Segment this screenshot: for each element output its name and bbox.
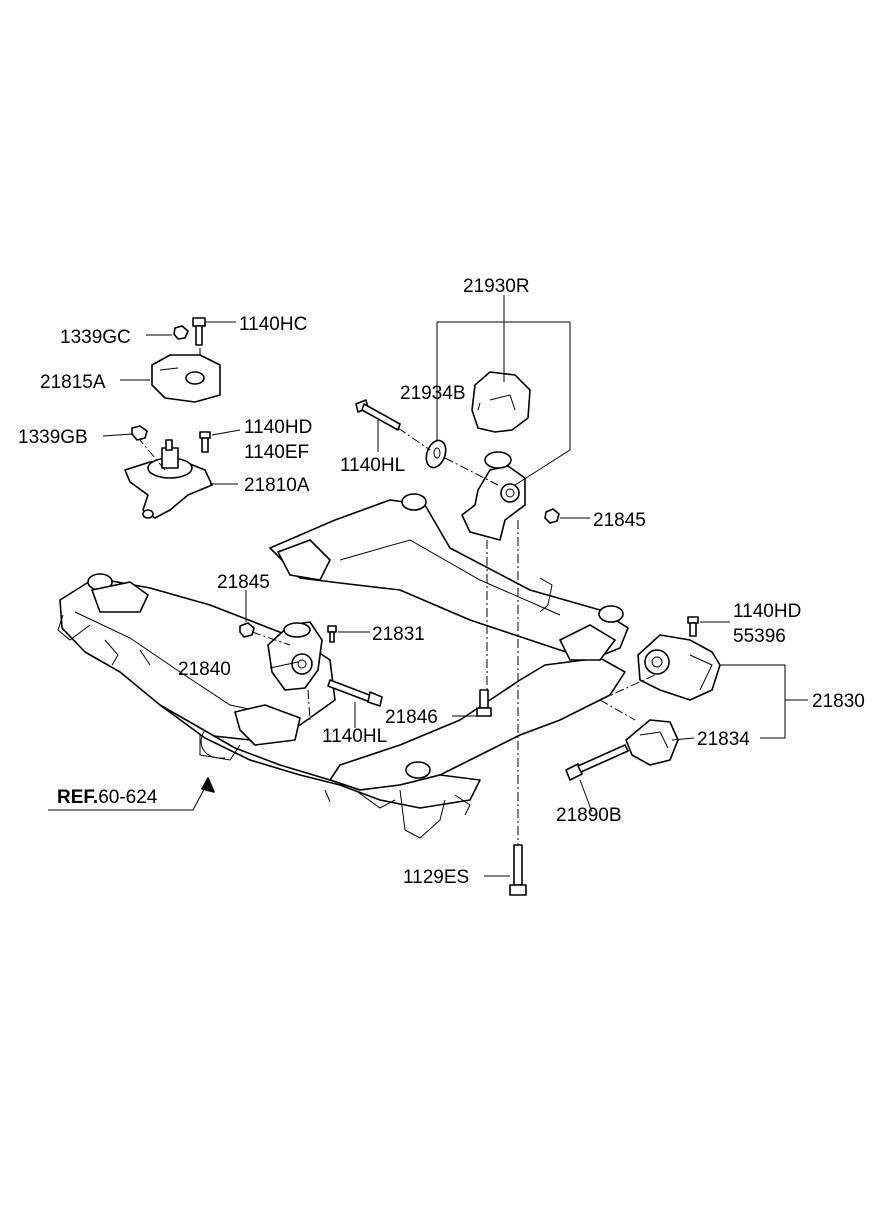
bolt-1140hd-55396 (687, 616, 699, 624)
nut-1339gb (131, 425, 148, 441)
roll-mount-assembly (239, 621, 492, 717)
nut-21845-top (544, 508, 560, 524)
bolt-21890b (565, 763, 583, 781)
engine-mount-assembly (124, 317, 221, 519)
bolt-1140hd-ef (199, 431, 211, 439)
label-1339gb[interactable]: 1339GB (18, 427, 88, 448)
part-labels: 21930R 1140HC 1339GC 21815A 21934B 1140H… (18, 276, 865, 888)
bolt-1129es (509, 844, 527, 896)
label-21934b[interactable]: 21934B (400, 383, 466, 404)
right-mount-assembly (565, 616, 721, 781)
label-21810a[interactable]: 21810A (244, 475, 310, 496)
bolt-21846 (479, 689, 489, 709)
label-1129es[interactable]: 1129ES (403, 867, 469, 888)
nut-21845-mid (239, 622, 255, 638)
label-1140hd-right[interactable]: 1140HD (733, 601, 801, 622)
label-21845-mid[interactable]: 21845 (217, 572, 270, 593)
ref-label[interactable]: REF.60-624 (57, 787, 158, 808)
label-21815a[interactable]: 21815A (40, 372, 106, 393)
label-1140hc[interactable]: 1140HC (239, 314, 307, 335)
bolt-1140hc (192, 317, 206, 327)
label-55396[interactable]: 55396 (733, 626, 786, 647)
ref-number: 60-624 (98, 787, 158, 808)
transmission-mount-assembly (355, 371, 560, 541)
label-21845-top[interactable]: 21845 (593, 510, 646, 531)
bolt-21831 (327, 625, 337, 633)
label-21930r[interactable]: 21930R (463, 276, 530, 297)
nut-1339gc (173, 325, 189, 340)
ref-prefix: REF. (57, 787, 98, 808)
washer (425, 439, 447, 469)
label-1339gc[interactable]: 1339GC (60, 327, 131, 348)
assembly-center-lines (139, 348, 656, 845)
label-21840[interactable]: 21840 (178, 659, 231, 680)
leader-lines (48, 295, 808, 877)
label-21890b[interactable]: 21890B (556, 805, 622, 826)
label-1140hl-mid[interactable]: 1140HL (322, 726, 387, 747)
label-21834[interactable]: 21834 (697, 729, 750, 750)
label-1140hl-top[interactable]: 1140HL (340, 455, 405, 476)
label-21846[interactable]: 21846 (385, 707, 438, 728)
subframe-crossmember (57, 493, 629, 839)
label-1140hd-top[interactable]: 1140HD (244, 417, 312, 438)
label-21830[interactable]: 21830 (812, 691, 865, 712)
label-21831[interactable]: 21831 (372, 624, 425, 645)
label-1140ef[interactable]: 1140EF (244, 442, 309, 463)
